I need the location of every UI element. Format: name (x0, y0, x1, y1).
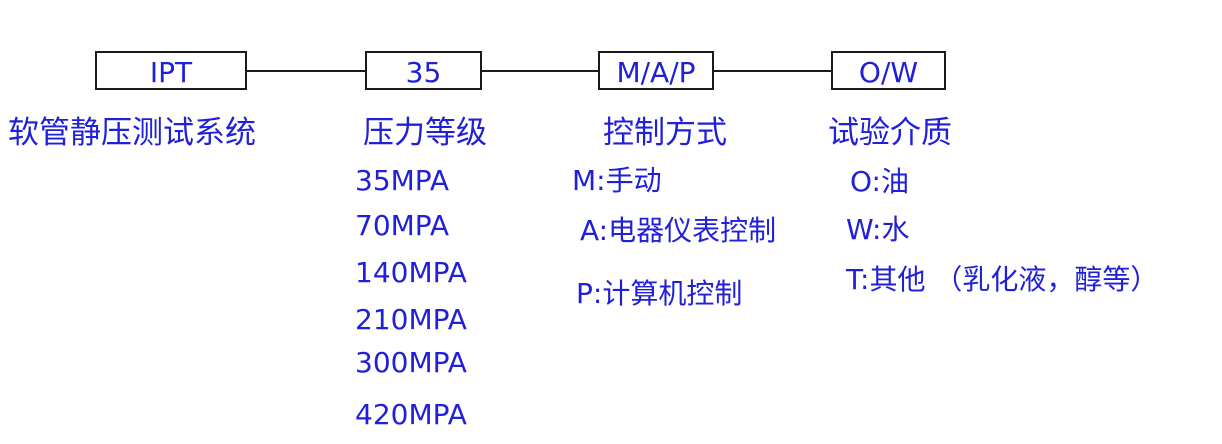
pressure-option: 210MPA (355, 303, 467, 336)
medium-option: O:油 (850, 165, 909, 198)
pressure-option: 140MPA (355, 256, 467, 289)
title-control: 控制方式 (603, 115, 727, 151)
connector-line (247, 70, 365, 72)
control-option: P:计算机控制 (576, 277, 743, 310)
title-pressure: 压力等级 (363, 115, 487, 151)
pressure-option: 420MPA (355, 398, 467, 431)
code-box-pressure: 35 (365, 51, 482, 90)
title-product: 软管静压测试系统 (8, 115, 256, 151)
connector-line (714, 70, 831, 72)
medium-option: W:水 (846, 213, 910, 246)
code-box-product: IPT (95, 51, 247, 90)
control-option: M:手动 (572, 164, 662, 197)
control-option: A:电器仪表控制 (580, 214, 777, 247)
pressure-option: 300MPA (355, 346, 467, 379)
title-medium: 试验介质 (828, 115, 952, 151)
code-box-control: M/A/P (598, 51, 714, 90)
pressure-option: 70MPA (355, 209, 450, 242)
connector-line (482, 70, 598, 72)
pressure-option: 35MPA (355, 164, 450, 197)
medium-option: T:其他 （乳化液，醇等） (846, 263, 1159, 296)
code-box-medium: O/W (831, 51, 946, 90)
